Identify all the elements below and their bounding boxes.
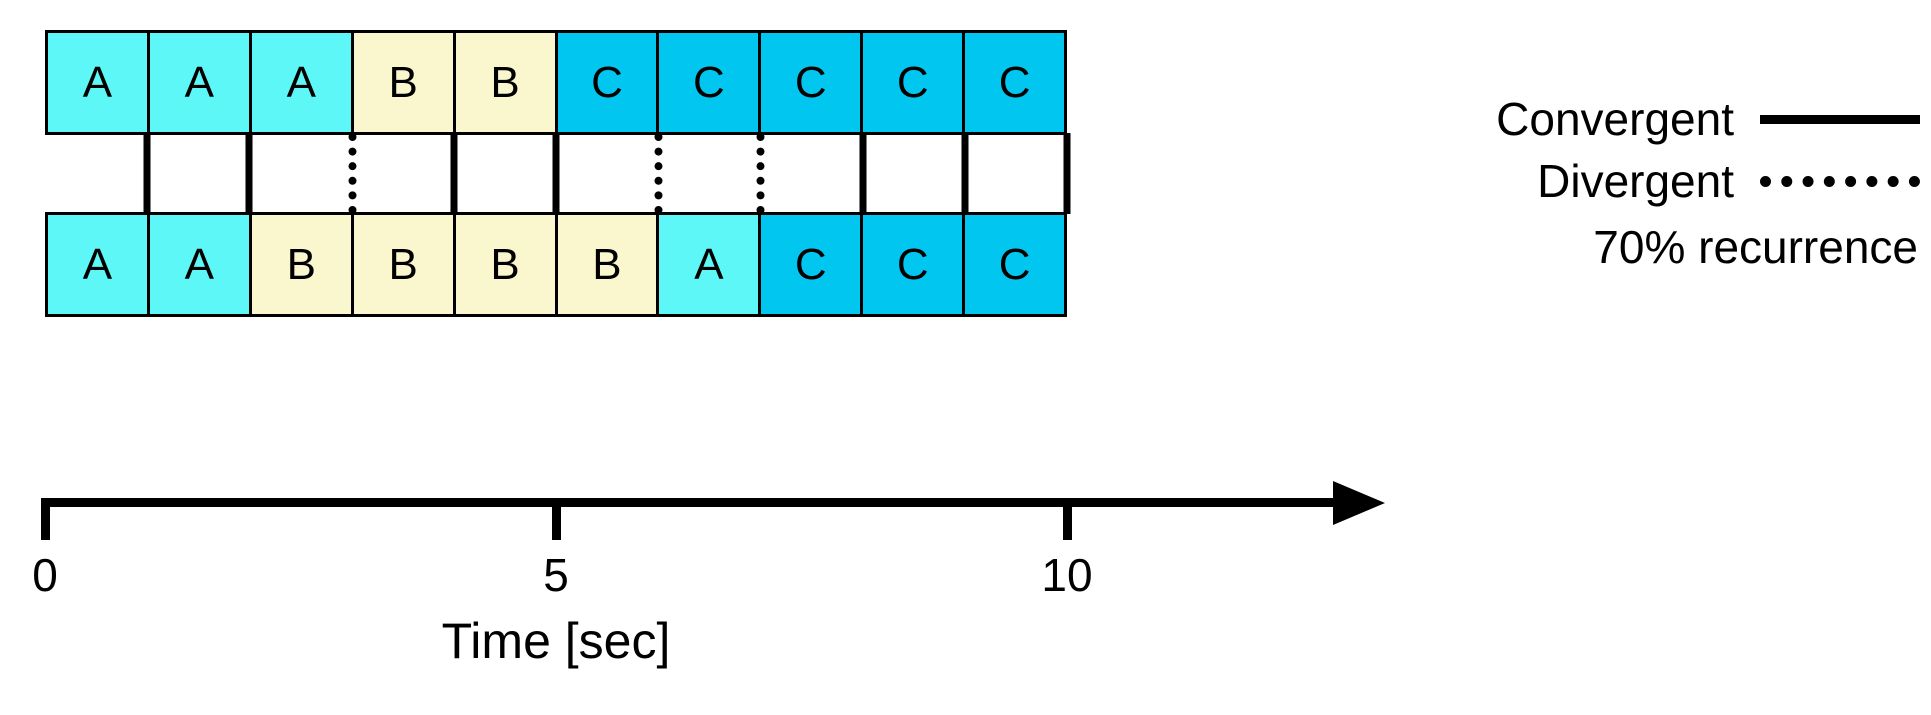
sequence-cell: A bbox=[146, 212, 252, 317]
sequence-cell: C bbox=[962, 30, 1068, 135]
axis-tick bbox=[41, 498, 50, 540]
sequence-cell: B bbox=[248, 212, 354, 317]
legend-label-divergent: Divergent bbox=[1537, 155, 1734, 207]
sequence-cell: C bbox=[656, 30, 762, 135]
sequence-cell: C bbox=[554, 30, 660, 135]
sequence-cell: C bbox=[758, 212, 864, 317]
sequence-cell: B bbox=[452, 30, 558, 135]
legend-item-convergent: Convergent bbox=[1390, 88, 1920, 150]
sequence-cell: A bbox=[146, 30, 252, 135]
sequence-cell: C bbox=[962, 212, 1068, 317]
connector-convergent bbox=[552, 133, 560, 214]
connector-group bbox=[45, 133, 1071, 214]
connector-convergent bbox=[245, 133, 253, 214]
sequence-cell: B bbox=[350, 30, 456, 135]
sequence-cell: A bbox=[45, 30, 150, 135]
connector-divergent bbox=[756, 133, 765, 214]
legend-note-recurrence: 70% recurrence bbox=[1593, 221, 1918, 273]
axis-tick-label: 0 bbox=[32, 549, 58, 601]
sequence-cell: C bbox=[860, 30, 966, 135]
connector-convergent bbox=[859, 133, 867, 214]
sequence-cell: A bbox=[656, 212, 762, 317]
sequence-cell: C bbox=[860, 212, 966, 317]
sequence-cell: B bbox=[554, 212, 660, 317]
dotted-line-icon bbox=[1760, 175, 1920, 187]
sequence-cell: C bbox=[758, 30, 864, 135]
connector-divergent bbox=[348, 133, 357, 214]
axis-tick-label: 10 bbox=[1041, 549, 1093, 601]
axis-title: Time [sec] bbox=[441, 613, 671, 669]
axis-line bbox=[45, 498, 1340, 507]
sequence-cell: A bbox=[248, 30, 354, 135]
legend: Convergent Divergent 70% recurrence bbox=[1390, 88, 1920, 274]
time-axis: 0 5 10 bbox=[32, 481, 1385, 601]
sequence-cell: B bbox=[350, 212, 456, 317]
solid-line-icon bbox=[1760, 114, 1920, 124]
connector-convergent bbox=[961, 133, 969, 214]
connector-convergent bbox=[143, 133, 151, 214]
axis-tick bbox=[1063, 498, 1072, 540]
legend-label-convergent: Convergent bbox=[1496, 93, 1734, 145]
axis-tick bbox=[552, 498, 561, 540]
sequence-cell: A bbox=[45, 212, 150, 317]
axis-arrow-icon bbox=[1333, 481, 1385, 525]
connector-convergent bbox=[450, 133, 458, 214]
axis-tick-label: 5 bbox=[543, 549, 569, 601]
connector-divergent bbox=[654, 133, 663, 214]
sequence-cell: B bbox=[452, 212, 558, 317]
legend-item-divergent: Divergent bbox=[1390, 150, 1920, 212]
connector-convergent bbox=[1063, 133, 1071, 214]
